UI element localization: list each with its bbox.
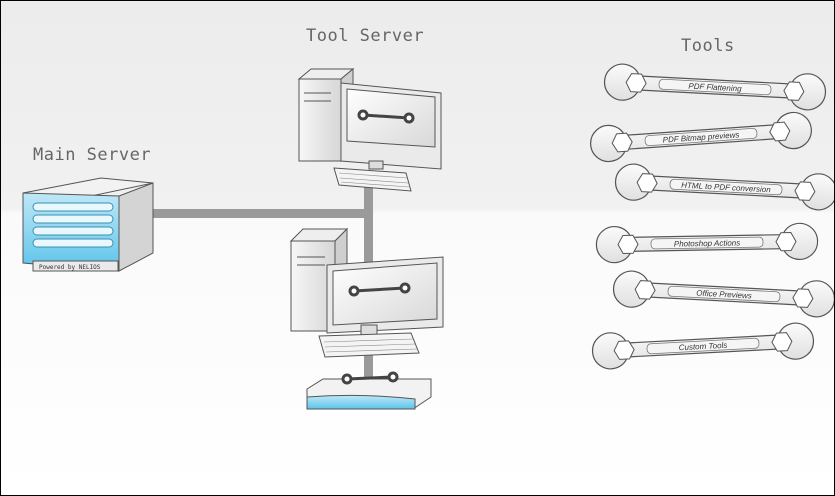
workstation-top: [297, 67, 442, 192]
wrench-label: Office Previews: [696, 289, 752, 301]
tools-list: PDF Flattening PDF Bitmap previews HTML …: [590, 63, 834, 370]
server-side: [118, 182, 154, 272]
tool-server-heading: Tool Server: [306, 26, 425, 46]
screen-wrench-icon: [348, 282, 411, 297]
wrench-label: Custom Tools: [679, 341, 728, 353]
main-server: Powered by NELIOS: [22, 177, 154, 272]
monitor-stand: [368, 160, 384, 170]
keyboard-top: [333, 167, 412, 192]
network-device: [306, 371, 432, 410]
server-drive-bays: [32, 202, 114, 248]
server-brand-plate: [32, 260, 119, 272]
wrench-label: PDF Flattening: [688, 82, 742, 94]
wrench-tool: Office Previews: [612, 270, 834, 318]
main-server-heading: Main Server: [33, 145, 152, 165]
wrench-tool: Photoshop Actions: [595, 222, 819, 264]
server-brand-text: Powered by NELIOS: [39, 264, 101, 271]
tools-heading: Tools: [681, 36, 735, 56]
tower-front: [298, 78, 342, 162]
wrench-tool: HTML to PDF conversion: [614, 163, 834, 211]
wrench-label: Photoshop Actions: [674, 238, 741, 248]
screen-wrench-icon: [357, 109, 415, 124]
wrench-tool: PDF Flattening: [603, 63, 827, 111]
wrench-tool: PDF Bitmap previews: [590, 111, 812, 163]
wrench-tool: Custom Tools: [591, 322, 815, 370]
workstation-bottom: [289, 227, 444, 358]
connector-main-to-tool: [151, 209, 373, 218]
keyboard-keys: [338, 172, 410, 188]
